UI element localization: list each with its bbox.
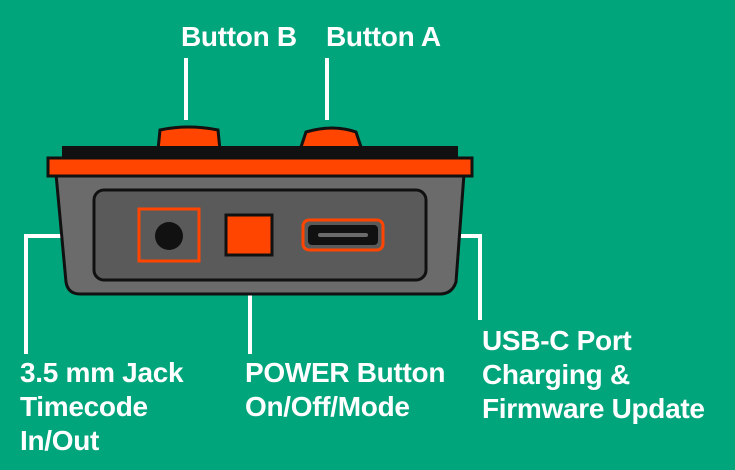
label-button-a: Button A: [326, 20, 441, 54]
label-button-a-text: Button A: [326, 21, 441, 52]
button-a[interactable]: [297, 126, 365, 152]
label-jack-line-1: 3.5 mm Jack: [20, 357, 184, 388]
audio-jack-3-5mm[interactable]: [155, 222, 183, 250]
label-button-b: Button B: [181, 20, 297, 54]
label-power-line-2: On/Off/Mode: [245, 391, 410, 422]
usb-c-highlight: [301, 218, 385, 252]
power-button[interactable]: [224, 213, 274, 257]
label-button-b-text: Button B: [181, 21, 297, 52]
label-power: POWER Button On/Off/Mode: [245, 356, 445, 424]
label-usb-line-2: Charging &: [482, 359, 630, 390]
usb-c-tongue: [318, 233, 368, 237]
label-jack-line-2: Timecode: [20, 391, 148, 422]
label-power-line-1: POWER Button: [245, 357, 446, 388]
label-jack-line-3: In/Out: [20, 425, 100, 456]
label-usb: USB-C Port Charging & Firmware Update: [482, 324, 705, 426]
label-usb-line-3: Firmware Update: [482, 393, 705, 424]
button-b[interactable]: [156, 125, 222, 152]
device-top-band: [46, 156, 474, 178]
jack-highlight: [137, 207, 201, 263]
label-jack: 3.5 mm Jack Timecode In/Out: [20, 356, 184, 458]
label-usb-line-1: USB-C Port: [482, 325, 632, 356]
